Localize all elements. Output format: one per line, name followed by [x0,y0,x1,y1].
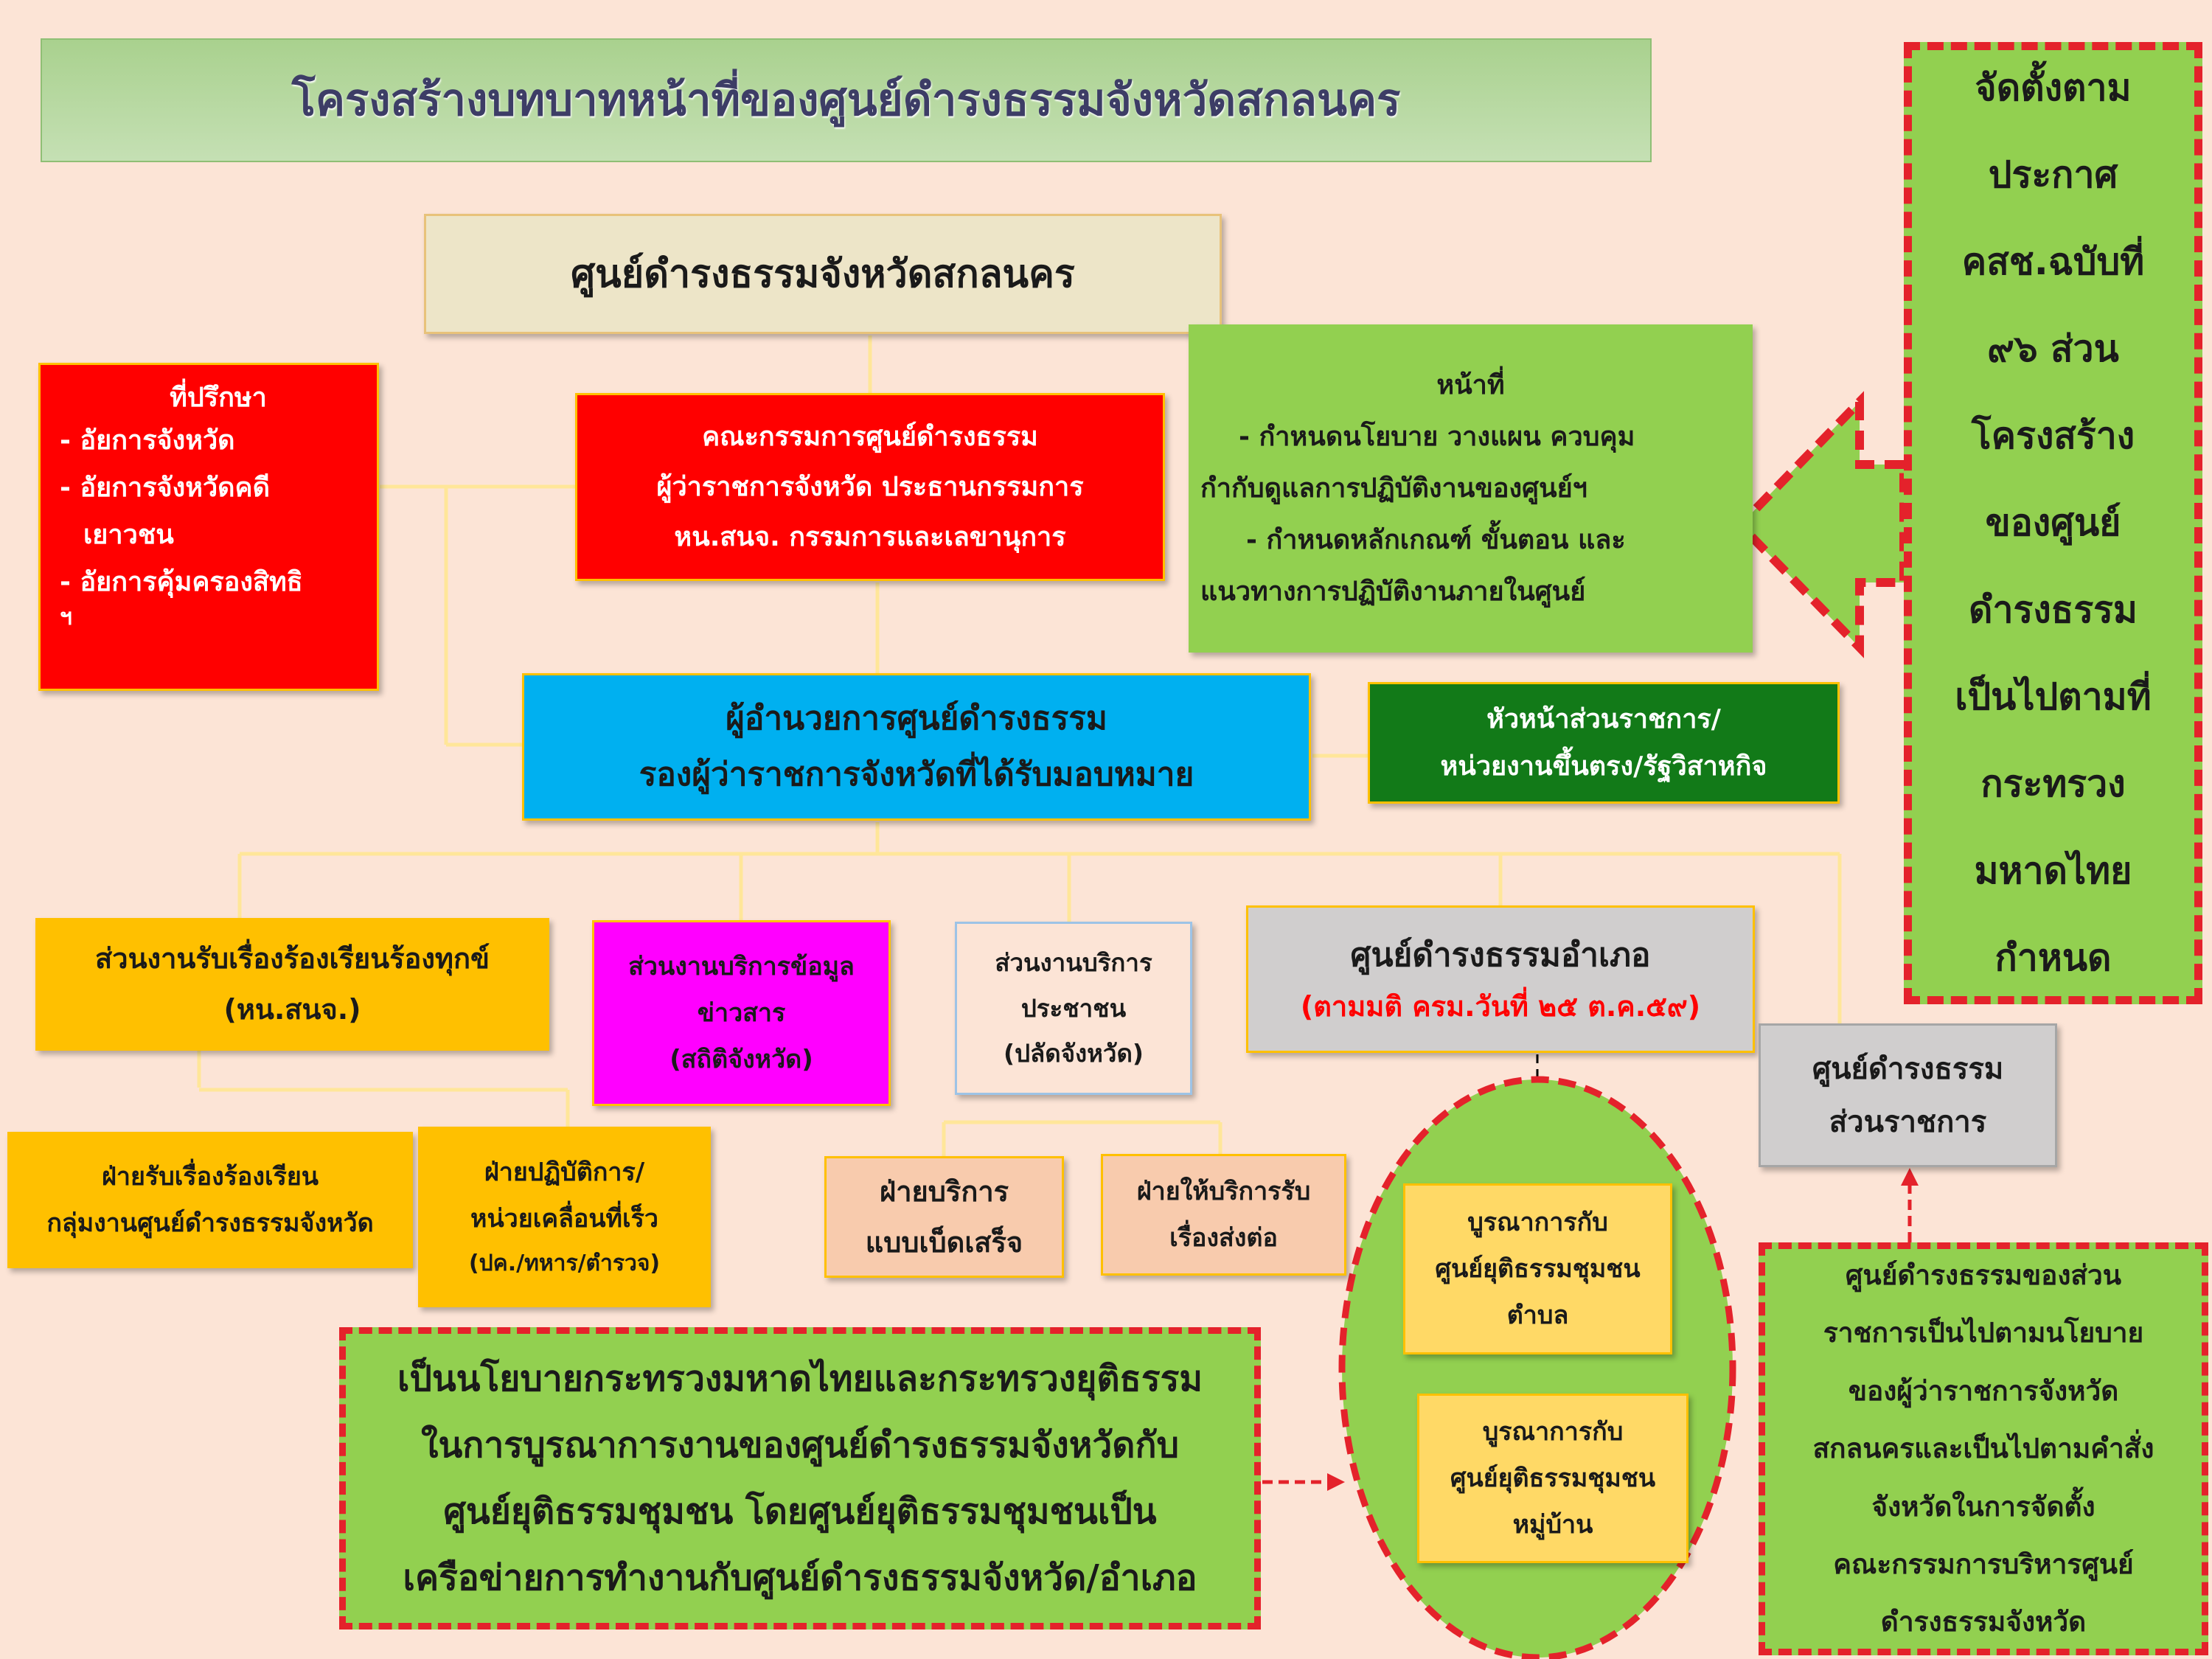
village-integration-line: ศูนย์ยุติธรรมชุมชน [1450,1463,1656,1493]
gov-unit-line: ศูนย์ดำรงธรรม [1812,1051,2004,1086]
agency-heads-box: หัวหน้าส่วนราชการ/ หน่วยงานขึ้นตรง/รัฐวิ… [1368,682,1840,804]
policy-note-line: ศูนย์ยุติธรรมชุมชน โดยศูนย์ยุติธรรมชุมชน… [443,1491,1157,1532]
info-service-box: ส่วนงานบริการข้อมูล ข่าวสาร (สถิติจังหวั… [592,920,891,1106]
agency-heads-line: หน่วยงานขึ้นตรง/รัฐวิสาหกิจ [1440,751,1767,782]
policy-note-box: เป็นนโยบายกระทรวงมหาดไทยและกระทรวงยุติธร… [339,1327,1261,1630]
one-stop-service-box: ฝ่ายบริการ แบบเบ็ดเสร็จ [824,1156,1064,1278]
referral-service-box: ฝ่ายให้บริการรับ เรื่องส่งต่อ [1101,1154,1346,1276]
operations-line: ฝ่ายปฏิบัติการ/ [484,1158,645,1187]
provincial-center-box: ศูนย์ดำรงธรรมจังหวัดสกลนคร [424,214,1222,334]
committee-line: หน.สนจ. กรรมการและเลขานุการ [674,521,1066,552]
village-integration-box: บูรณาการกับ ศูนย์ยุติธรรมชุมชน หมู่บ้าน [1417,1394,1688,1563]
district-center-title: ศูนย์ดำรงธรรมอำเภอ [1350,936,1651,974]
gov-unit-line: ส่วนราชการ [1829,1105,1987,1139]
district-center-box: ศูนย์ดำรงธรรมอำเภอ (ตามมติ ครม.วันที่ ๒๕… [1246,905,1755,1053]
operations-line: (ปค./ทหาร/ตำรวจ) [468,1251,661,1276]
committee-line: คณะกรรมการศูนย์ดำรงธรรม [702,421,1038,452]
director-line: ผู้อำนวยการศูนย์ดำรงธรรม [726,700,1107,737]
info-service-line: (สถิติจังหวัด) [669,1044,813,1074]
receive-complaints-line: ฝ่ายรับเรื่องร้องเรียน [101,1161,319,1192]
public-service-line: ประชาชน [1020,993,1127,1023]
committee-box: คณะกรรมการศูนย์ดำรงธรรม ผู้ว่าราชการจังห… [575,393,1165,581]
director-line: รองผู้ว่าราชการจังหวัดที่ได้รับมอบหมาย [639,756,1194,793]
gov-unit-box: ศูนย์ดำรงธรรม ส่วนราชการ [1759,1023,2057,1167]
announcement-line: จัดตั้งตาม [1975,66,2132,109]
referral-service-line: ฝ่ายให้บริการรับ [1136,1176,1311,1206]
director-box: ผู้อำนวยการศูนย์ดำรงธรรม รองผู้ว่าราชการ… [522,673,1311,821]
duties-line: - กำหนดหลักเกณฑ์ ขั้นตอน และ [1246,524,1626,555]
complaints-section-box: ส่วนงานรับเรื่องร้องเรียนร้องทุกข์ (หน.ส… [35,918,549,1051]
district-center-note: (ตามมติ ครม.วันที่ ๒๕ ต.ค.๕๙) [1300,990,1701,1023]
village-integration-line: บูรณาการกับ [1482,1416,1624,1447]
one-stop-service-line: ฝ่ายบริการ [879,1175,1009,1208]
announcement-line: ดำรงธรรม [1968,588,2138,631]
duties-heading: หน้าที่ [1436,369,1505,400]
agency-heads-line: หัวหน้าส่วนราชการ/ [1486,703,1721,734]
gov-unit-note-line: ของผู้ว่าราชการจังหวัด [1848,1374,2119,1407]
gov-unit-note-line: ศูนย์ดำรงธรรมของส่วน [1845,1259,2122,1291]
operations-line: หน่วยเคลื่อนที่เร็ว [470,1204,658,1234]
gov-unit-note-line: จังหวัดในการจัดตั้ง [1871,1490,2096,1523]
receive-complaints-line: กลุ่มงานศูนย์ดำรงธรรมจังหวัด [46,1208,374,1238]
policy-note-line: เป็นนโยบายกระทรวงมหาดไทยและกระทรวงยุติธร… [397,1358,1203,1399]
announcement-line: กำหนด [1994,936,2112,979]
announcement-line: เป็นไปตามที่ [1955,675,2152,718]
tambon-integration-line: ศูนย์ยุติธรรมชุมชน [1435,1253,1641,1284]
advisor-item: - อัยการคุ้มครองสิทธิ [60,567,303,597]
advisor-item: เยาวชน [83,520,174,550]
announcement-line: มหาดไทย [1974,849,2132,892]
announcement-line: ประกาศ [1988,153,2118,196]
tambon-integration-box: บูรณาการกับ ศูนย์ยุติธรรมชุมชน ตำบล [1403,1183,1672,1354]
gov-unit-note-line: ดำรงธรรมจังหวัด [1880,1606,2087,1638]
announcement-line: คสช.ฉบับที่ [1961,240,2145,283]
page-title: โครงสร้างบทบาทหน้าที่ของศูนย์ดำรงธรรมจัง… [41,38,1652,162]
announcement-box: จัดตั้งตาม ประกาศ คสช.ฉบับที่ ๙๖ ส่วน โค… [1904,42,2202,1004]
complaints-section-line: ส่วนงานรับเรื่องร้องเรียนร้องทุกข์ [95,942,490,975]
page-title-text: โครงสร้างบทบาทหน้าที่ของศูนย์ดำรงธรรมจัง… [291,74,1401,126]
announcement-line: โครงสร้าง [1971,414,2135,457]
committee-line: ผู้ว่าราชการจังหวัด ประธานกรรมการ [656,471,1084,502]
duties-line: - กำหนดนโยบาย วางแผน ควบคุม [1239,421,1635,452]
duties-line: แนวทางการปฏิบัติงานภายในศูนย์ [1200,576,1586,607]
tambon-integration-line: ตำบล [1506,1300,1569,1330]
duties-line: กำกับดูแลการปฏิบัติงานของศูนย์ฯ [1200,473,1587,504]
announcement-line: กระทรวง [1980,762,2126,805]
receive-complaints-box: ฝ่ายรับเรื่องร้องเรียน กลุ่มงานศูนย์ดำรง… [7,1132,413,1268]
advisor-item: - อัยการจังหวัดคดี [60,473,270,503]
policy-note-line: เครือข่ายการทำงานกับศูนย์ดำรงธรรมจังหวัด… [403,1557,1197,1599]
tambon-integration-line: บูรณาการกับ [1467,1207,1608,1237]
advisor-heading: ที่ปรึกษา [170,383,267,413]
public-service-box: ส่วนงานบริการ ประชาชน (ปลัดจังหวัด) [955,922,1192,1095]
announcement-line: ๙๖ ส่วน [1987,327,2119,370]
public-service-line: (ปลัดจังหวัด) [1004,1039,1144,1068]
operations-box: ฝ่ายปฏิบัติการ/ หน่วยเคลื่อนที่เร็ว (ปค.… [418,1127,711,1307]
one-stop-service-line: แบบเบ็ดเสร็จ [865,1225,1023,1259]
village-integration-line: หมู่บ้าน [1512,1509,1593,1540]
info-service-line: ส่วนงานบริการข้อมูล [628,951,855,981]
info-service-line: ข่าวสาร [697,998,786,1028]
provincial-center-label: ศูนย์ดำรงธรรมจังหวัดสกลนคร [571,251,1075,296]
advisor-box: ที่ปรึกษา - อัยการจังหวัด - อัยการจังหวั… [38,363,379,691]
gov-unit-note-box: ศูนย์ดำรงธรรมของส่วน ราชการเป็นไปตามนโยบ… [1759,1242,2208,1655]
gov-unit-note-line: ราชการเป็นไปตามนโยบาย [1823,1317,2144,1349]
complaints-section-line: (หน.สนจ.) [223,993,361,1026]
referral-service-line: เรื่องส่งต่อ [1169,1222,1278,1253]
advisor-item: - อัยการจังหวัด [60,425,235,456]
duties-box: หน้าที่ - กำหนดนโยบาย วางแผน ควบคุม กำกั… [1189,324,1753,653]
advisor-item: ฯ [60,605,72,630]
announcement-line: ของศูนย์ [1985,501,2121,544]
policy-note-line: ในการบูรณาการงานของศูนย์ดำรงธรรมจังหวัดก… [421,1425,1179,1466]
gov-unit-note-line: คณะกรรมการบริหารศูนย์ [1833,1548,2134,1581]
gov-unit-note-line: สกลนครและเป็นไปตามคำสั่ง [1812,1433,2154,1465]
public-service-line: ส่วนงานบริการ [995,948,1152,978]
